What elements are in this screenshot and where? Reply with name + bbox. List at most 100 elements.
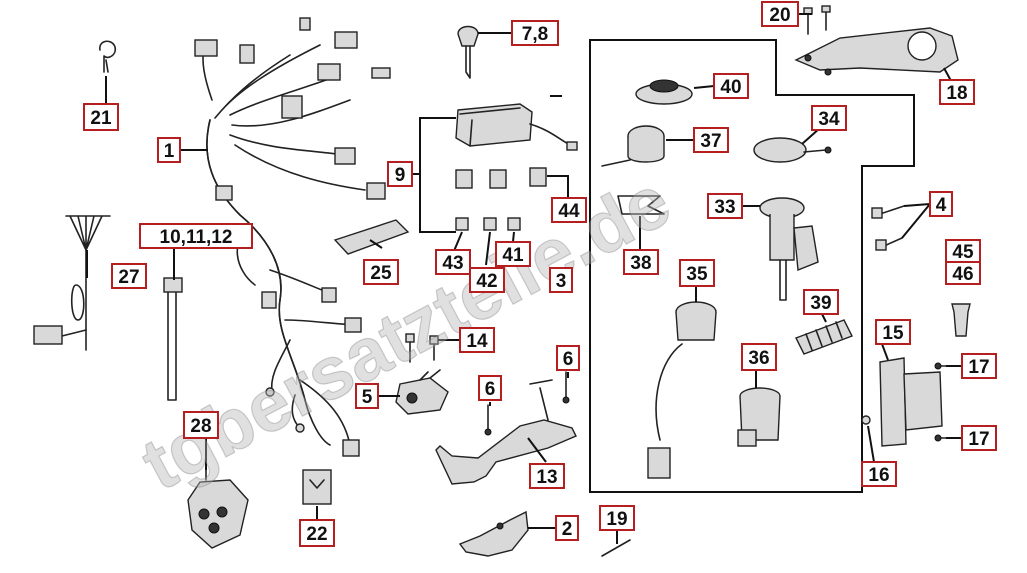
svg-text:40: 40 <box>720 77 741 98</box>
leader-lines <box>86 13 962 544</box>
bolts-14 <box>405 333 439 363</box>
label-plate-25 <box>333 219 410 255</box>
svg-text:37: 37 <box>700 131 721 152</box>
callout-33: 33 <box>707 193 743 219</box>
svg-text:27: 27 <box>118 267 139 288</box>
bracket-13 <box>435 379 577 485</box>
svg-text:22: 22 <box>306 524 327 545</box>
callout-43: 43 <box>435 249 471 275</box>
callout-1: 1 <box>157 137 181 163</box>
svg-text:46: 46 <box>952 264 973 285</box>
svg-text:36: 36 <box>748 348 769 369</box>
callout-14: 14 <box>459 327 495 353</box>
svg-text:25: 25 <box>370 263 392 284</box>
callout-7-8: 7,8 <box>511 20 559 46</box>
svg-text:5: 5 <box>362 387 373 408</box>
callout-28: 28 <box>183 411 219 439</box>
svg-text:34: 34 <box>818 109 840 130</box>
callout-39: 39 <box>803 289 839 315</box>
watermark: tgbersatzteile.de <box>129 159 684 506</box>
svg-text:21: 21 <box>90 108 112 129</box>
mount-bracket-18 <box>794 27 959 76</box>
bracket-2 <box>458 510 529 557</box>
svg-text:9: 9 <box>395 165 406 186</box>
svg-text:39: 39 <box>810 293 831 314</box>
svg-text:41: 41 <box>502 245 524 266</box>
switch-cable-35 <box>647 301 717 479</box>
callout-41: 41 <box>495 241 531 267</box>
callout-18: 18 <box>939 79 975 105</box>
callout-16: 16 <box>861 461 897 487</box>
svg-text:45: 45 <box>952 242 974 263</box>
bolts-20 <box>803 5 831 35</box>
plug-45-46 <box>951 303 971 337</box>
svg-text:15: 15 <box>882 323 904 344</box>
svg-text:18: 18 <box>946 83 967 104</box>
svg-text:2: 2 <box>562 519 573 540</box>
callout-5: 5 <box>355 383 379 409</box>
fuse-box-9 <box>455 103 578 151</box>
lock-cylinder-37 <box>601 125 665 167</box>
callout-44: 44 <box>551 197 587 223</box>
svg-text:16: 16 <box>868 465 889 486</box>
socket-36 <box>737 387 781 447</box>
callout-17a: 17 <box>961 353 997 379</box>
svg-text:35: 35 <box>686 264 708 285</box>
svg-text:13: 13 <box>536 467 557 488</box>
lock-set-group-outline <box>589 39 915 493</box>
main-wiring-harness <box>194 17 391 457</box>
svg-text:7,8: 7,8 <box>522 24 548 45</box>
callout-17b: 17 <box>961 425 997 451</box>
callout-27: 27 <box>111 263 147 289</box>
callout-10-11-12: 10,11,12 <box>139 223 253 249</box>
svg-text:33: 33 <box>714 197 735 218</box>
callout-6b: 6 <box>478 375 502 401</box>
pin-19 <box>601 539 631 557</box>
screws-6 <box>484 371 570 436</box>
callout-4: 4 <box>929 191 953 217</box>
sensor-wire-27 <box>33 215 111 351</box>
svg-text:14: 14 <box>466 331 488 352</box>
seat-lock-34 <box>753 137 832 163</box>
callout-25: 25 <box>363 259 399 285</box>
callout-6a: 6 <box>556 345 580 371</box>
svg-text:20: 20 <box>769 5 790 26</box>
callout-36: 36 <box>741 343 777 371</box>
svg-text:19: 19 <box>606 509 627 530</box>
callout-46: 46 <box>945 261 981 285</box>
svg-text:6: 6 <box>485 379 496 400</box>
callout-3: 3 <box>549 267 573 293</box>
harness-clip-21 <box>99 40 117 73</box>
svg-text:10,11,12: 10,11,12 <box>160 227 233 248</box>
callout-37: 37 <box>693 127 729 153</box>
svg-text:43: 43 <box>442 253 463 274</box>
svg-text:28: 28 <box>190 416 211 437</box>
grip-39 <box>795 319 853 355</box>
svg-text:3: 3 <box>556 271 567 292</box>
bracket-plate-15 <box>879 357 943 447</box>
svg-text:44: 44 <box>558 201 580 222</box>
callout-15: 15 <box>875 319 911 345</box>
fuses-41-42-43 <box>455 217 521 231</box>
callout-22: 22 <box>299 519 335 547</box>
callout-21: 21 <box>83 103 119 131</box>
ignition-key-7-8 <box>457 25 479 79</box>
callout-42: 42 <box>469 267 505 293</box>
ignition-switch-33 <box>759 197 819 301</box>
cable-tie-10-11-12 <box>163 277 183 401</box>
callout-45: 45 <box>945 239 981 263</box>
callout-40: 40 <box>713 73 749 99</box>
callout-38: 38 <box>623 249 659 275</box>
svg-text:42: 42 <box>476 271 497 292</box>
svg-text:6: 6 <box>563 349 574 370</box>
svg-text:1: 1 <box>164 141 175 162</box>
svg-text:17: 17 <box>968 357 989 378</box>
connector-22 <box>302 469 332 505</box>
sensor-5 <box>395 369 449 415</box>
callout-20: 20 <box>761 1 799 27</box>
callout-19: 19 <box>599 505 635 531</box>
nut-16 <box>861 415 871 425</box>
callout-34: 34 <box>811 105 847 131</box>
